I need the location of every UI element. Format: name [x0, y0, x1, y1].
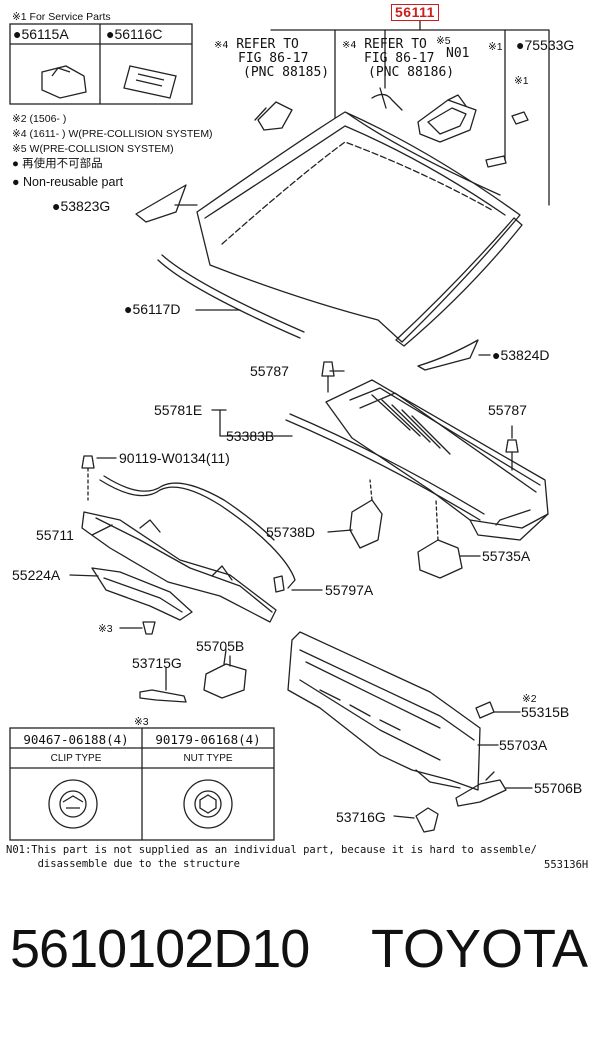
refer-note-1-line1: REFER TO [236, 37, 299, 52]
callout-n01: N01 [446, 46, 470, 61]
service-parts-title: ※1 For Service Parts [12, 11, 111, 23]
windshield-glass [196, 111, 521, 343]
part-number: 5610102D10 [10, 919, 310, 979]
footnote-line2: disassemble due to the structure [6, 858, 240, 870]
mark-3a: ※3 [98, 623, 113, 635]
callout-53823G: ●53823G [52, 198, 111, 214]
table-sub-nut-type: NUT TYPE [183, 753, 233, 764]
service-part-56116C: ●56116C [106, 26, 163, 42]
callout-53383B: 53383B [226, 428, 275, 444]
n01-mark: ※5 [436, 35, 451, 47]
callout-53824D: ●53824D [492, 347, 550, 363]
callout-55787-b: 55787 [488, 402, 527, 418]
callout-55738D: 55738D [266, 524, 316, 540]
nut-type-icon [183, 779, 233, 829]
note-5: ※5 W(PRE-COLLISION SYSTEM) [12, 143, 174, 155]
mark-1a: ※1 [488, 41, 503, 53]
callout-55703A: 55703A [499, 737, 548, 753]
note-4: ※4 (1611- ) W(PRE-COLLISION SYSTEM) [12, 128, 213, 140]
wiper-link [81, 511, 277, 623]
callout-56117D: ●56117D [124, 301, 181, 317]
refer-note-1-line3: (PNC 88185) [243, 65, 330, 80]
callout-55705B: 55705B [196, 638, 245, 654]
callout-55711: 55711 [36, 527, 74, 543]
refer-note-1: ※4 REFER TO [214, 38, 299, 53]
callout-55315B: 55315B [521, 704, 570, 720]
refer-note-2-mark: ※4 [342, 40, 357, 51]
callout-75533G: ●75533G [516, 37, 575, 53]
refer-note-2-line3: (PNC 88186) [368, 65, 455, 80]
figure-code: 553136H [544, 859, 589, 871]
refer-note-2-line2: FIG 86-17 [364, 51, 435, 66]
mark-1b: ※1 [514, 75, 529, 87]
note-non-reusable-en: ● Non-reusable part [12, 175, 124, 189]
callout-55787-a: 55787 [250, 363, 289, 379]
refer-note-2-line1: REFER TO [364, 37, 427, 52]
mark-2: ※2 [522, 693, 537, 705]
refer-note-1-mark: ※4 [214, 40, 229, 51]
callout-53716G: 53716G [336, 809, 386, 825]
main-part-number: 56111 [391, 4, 439, 21]
callout-55797A: 55797A [325, 582, 374, 598]
footnote-line1: N01:This part is not supplied as an indi… [6, 844, 538, 856]
callout-55781E: 55781E [154, 402, 203, 418]
clip-type-icon [48, 779, 98, 829]
windshield-side-strip [395, 217, 523, 347]
parts-diagram: 56111 ※1 For Service Parts ●56115A ●5611… [6, 4, 589, 871]
refer-note-1-line2: FIG 86-17 [238, 51, 309, 66]
parts-drawing [9, 20, 550, 841]
brand-name: TOYOTA [370, 919, 588, 979]
refer-note-2: ※4 REFER TO [342, 38, 427, 53]
callout-55735A: 55735A [482, 548, 531, 564]
note-2: ※2 (1506- ) [12, 113, 67, 125]
callout-53715G: 53715G [132, 655, 182, 671]
callout-55706B: 55706B [534, 780, 583, 796]
service-part-56115A: ●56115A [13, 26, 69, 42]
cowl-lower-panel [287, 631, 481, 791]
callout-55224A: 55224A [12, 567, 61, 583]
table-header-nut-part: 90179-06168(4) [155, 732, 261, 747]
callout-90119: 90119-W0134(11) [119, 450, 230, 466]
table-header-clip-part: 90467-06188(4) [23, 732, 129, 747]
mark-3b: ※3 [134, 716, 149, 728]
note-non-reusable-jp: ● 再使用不可部品 [12, 158, 103, 170]
table-sub-clip-type: CLIP TYPE [50, 753, 102, 764]
